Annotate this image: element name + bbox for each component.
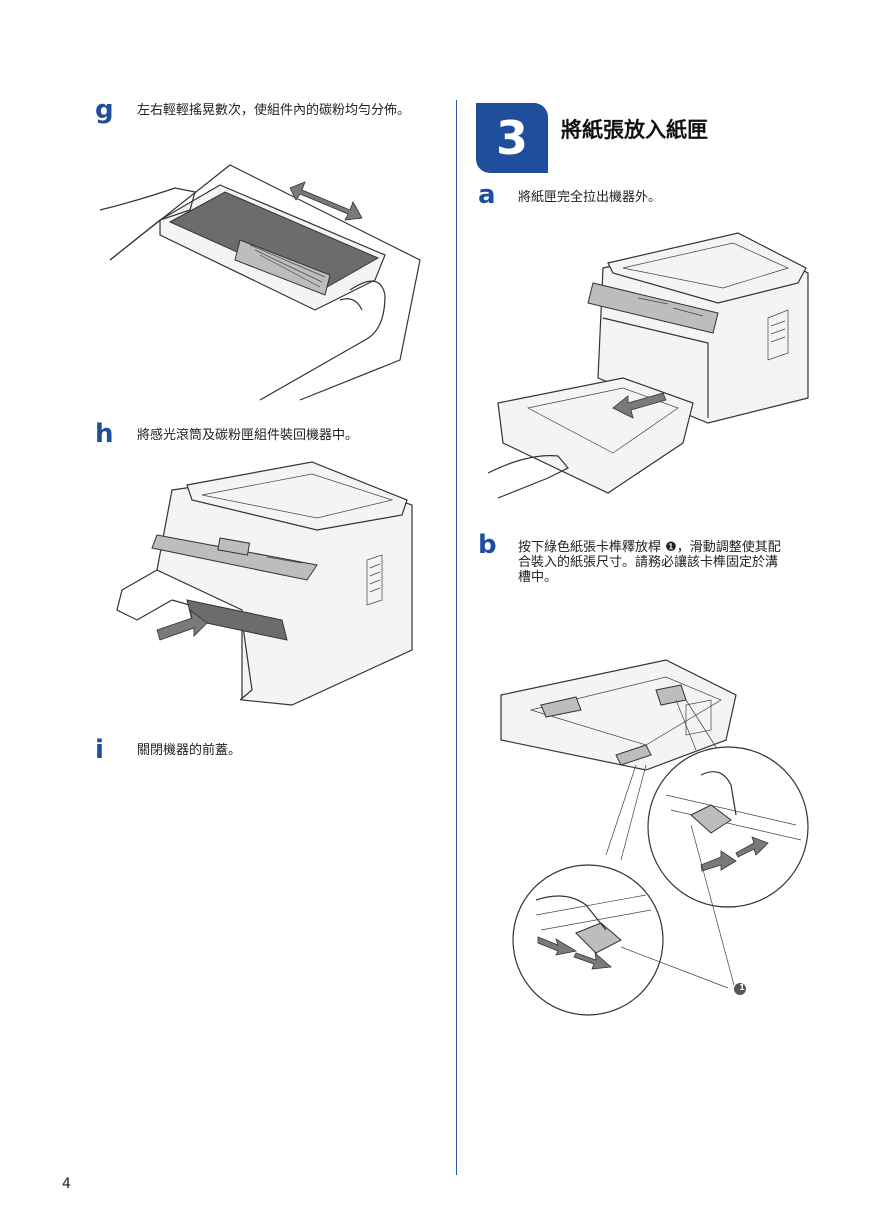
step-b-text-line2: 合裝入的紙張尺寸。請務必讓該卡榫固定於溝: [518, 555, 779, 570]
step-letter-g: g: [95, 95, 114, 125]
page-number: 4: [62, 1176, 71, 1192]
callout-number: 1: [739, 983, 745, 992]
step-b-text: 按下綠色紙張卡榫釋放桿 ❶，滑動調整使其配 合裝入的紙張尺寸。請務必讓該卡榫固定…: [518, 540, 823, 585]
column-divider: [456, 100, 457, 1175]
section-title: 將紙張放入紙匣: [561, 118, 708, 142]
step-a-text: 將紙匣完全拉出機器外。: [518, 190, 662, 205]
step-letter-b: b: [478, 530, 497, 560]
step-b-text-line1: 按下綠色紙張卡榫釋放桿 ❶，滑動調整使其配: [518, 540, 781, 555]
illustration-paper-guides: [500, 659, 809, 1016]
illustration-pull-tray: [487, 232, 809, 499]
illustration-shake-drum: [99, 164, 421, 401]
step-g-text: 左右輕輕搖晃數次，使組件內的碳粉均勻分佈。: [137, 103, 411, 118]
step-letter-a: a: [478, 180, 496, 210]
step-h-text: 將感光滾筒及碳粉匣組件裝回機器中。: [137, 428, 359, 443]
step-letter-i: i: [95, 735, 104, 765]
section-number-badge: 3: [476, 103, 548, 173]
step-i-text: 關閉機器的前蓋。: [137, 743, 242, 758]
step-letter-h: h: [95, 419, 114, 449]
illustration-insert-drum: [116, 461, 413, 706]
step-b-text-line3: 槽中。: [518, 570, 558, 585]
